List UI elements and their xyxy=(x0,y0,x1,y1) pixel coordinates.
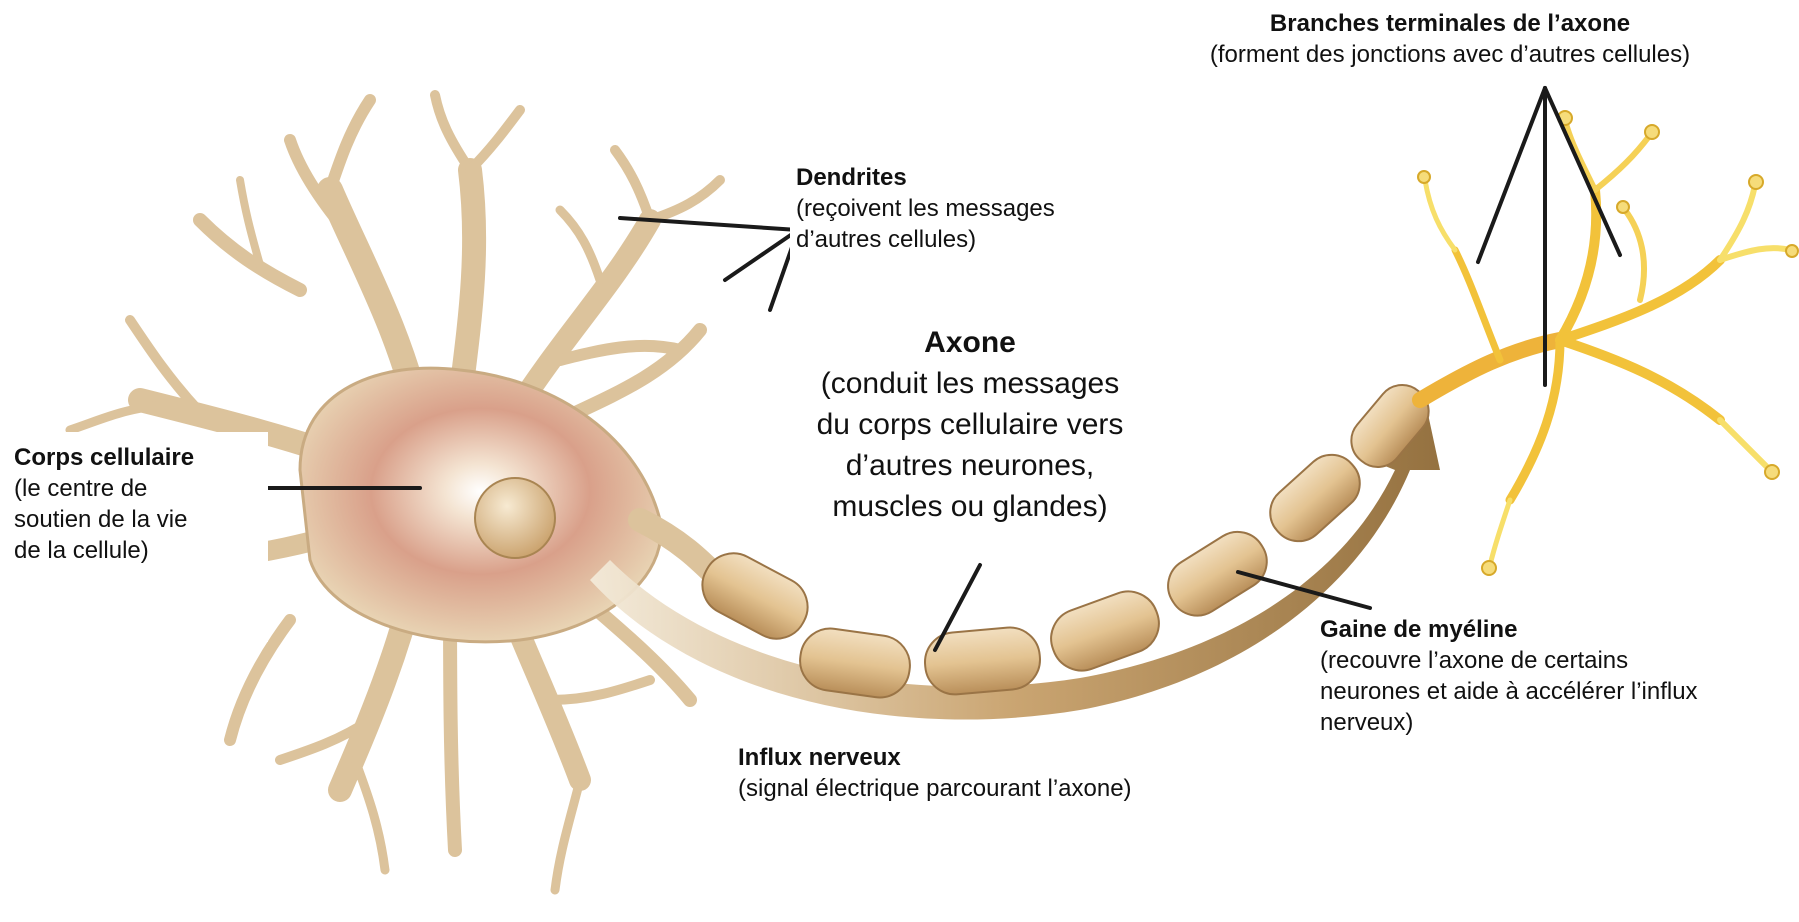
label-dendrites: Dendrites (reçoivent les messages d’autr… xyxy=(790,158,1132,263)
label-cell-body: Corps cellulaire (le centre de soutien d… xyxy=(0,432,268,642)
label-dendrites-title: Dendrites xyxy=(796,162,1126,193)
label-myelin-sheath: Gaine de myéline (recouvre l’axone de ce… xyxy=(1320,614,1790,738)
leader-dendrites-2 xyxy=(725,230,798,280)
label-cell-body-title: Corps cellulaire xyxy=(14,442,268,473)
axon-terminals-graphic xyxy=(1420,120,1790,565)
label-dendrites-desc-2: d’autres cellules) xyxy=(796,224,1126,255)
label-axon-line-3: d’autres neurones, xyxy=(770,445,1170,486)
label-nerve-impulse-desc: (signal électrique parcourant l’axone) xyxy=(738,773,1258,804)
leader-branches-1 xyxy=(1478,88,1545,262)
label-myelin-sheath-line-1: (recouvre l’axone de certains xyxy=(1320,645,1790,676)
label-myelin-sheath-title: Gaine de myéline xyxy=(1320,614,1790,645)
leader-branches-3 xyxy=(1545,88,1620,255)
label-axon-terminal-branches: Branches terminales de l’axone (forment … xyxy=(1140,8,1760,70)
nucleus-graphic xyxy=(475,478,555,558)
label-cell-body-line-3: de la cellule) xyxy=(14,535,268,566)
label-axon-title: Axone xyxy=(770,322,1170,363)
label-cell-body-line-1: (le centre de xyxy=(14,473,268,504)
label-nerve-impulse-title: Influx nerveux xyxy=(738,742,1258,773)
label-cell-body-line-2: soutien de la vie xyxy=(14,504,268,535)
label-dendrites-desc-1: (reçoivent les messages xyxy=(796,193,1126,224)
label-myelin-sheath-line-2: neurones et aide à accélérer l’influx xyxy=(1320,676,1790,707)
label-nerve-impulse: Influx nerveux (signal électrique parcou… xyxy=(738,742,1258,804)
label-axon-line-2: du corps cellulaire vers xyxy=(770,404,1170,445)
label-axon-line-4: muscles ou glandes) xyxy=(770,486,1170,527)
label-myelin-sheath-line-3: nerveux) xyxy=(1320,707,1790,738)
label-axon-line-1: (conduit les messages xyxy=(770,363,1170,404)
label-axon-terminal-branches-desc: (forment des jonctions avec d’autres cel… xyxy=(1140,39,1760,70)
label-axon-terminal-branches-title: Branches terminales de l’axone xyxy=(1140,8,1760,39)
label-axon: Axone (conduit les messages du corps cel… xyxy=(770,318,1170,541)
